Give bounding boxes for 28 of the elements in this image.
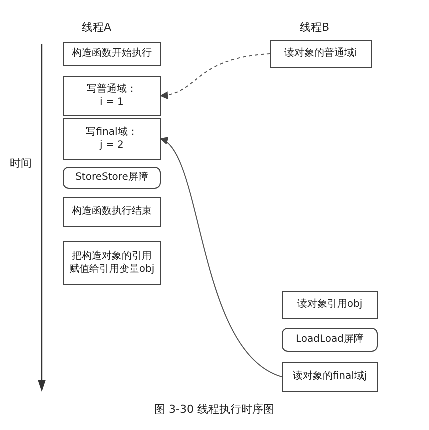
step-box [63,197,161,227]
step-text: i = 1 [100,96,124,110]
step-box [282,362,378,392]
step-text: 读对象的普通域i [284,47,358,61]
step-text: 构造函数执行结束 [72,205,152,219]
axis-label: 时间 [10,156,32,171]
step-text: StoreStore屏障 [76,171,148,185]
step-text: j = 2 [100,139,124,152]
column-heading: 线程B [300,20,330,35]
step-box [63,241,161,285]
step-box [63,42,161,66]
column-heading: 线程A [82,20,112,35]
step-text: LoadLoad屏障 [296,333,364,347]
step-box [63,118,161,160]
step-text: 写final域： [86,126,138,139]
dashed-arrow [160,54,270,100]
step-text: 把构造对象的引用赋值给引用变量obj [68,250,156,276]
step-text: 读对象引用obj [297,298,363,312]
arrow [160,138,282,378]
figure-caption: 图 3-30 线程执行时序图 [154,402,276,417]
step-box [270,40,372,68]
step-box [282,291,378,319]
step-text: 读对象的final域j [292,370,368,384]
step-box [63,76,161,116]
step-text: 写普通域： [87,82,137,96]
step-text: 构造函数开始执行 [72,47,152,61]
barrier-box [63,167,161,189]
barrier-box [282,328,378,352]
